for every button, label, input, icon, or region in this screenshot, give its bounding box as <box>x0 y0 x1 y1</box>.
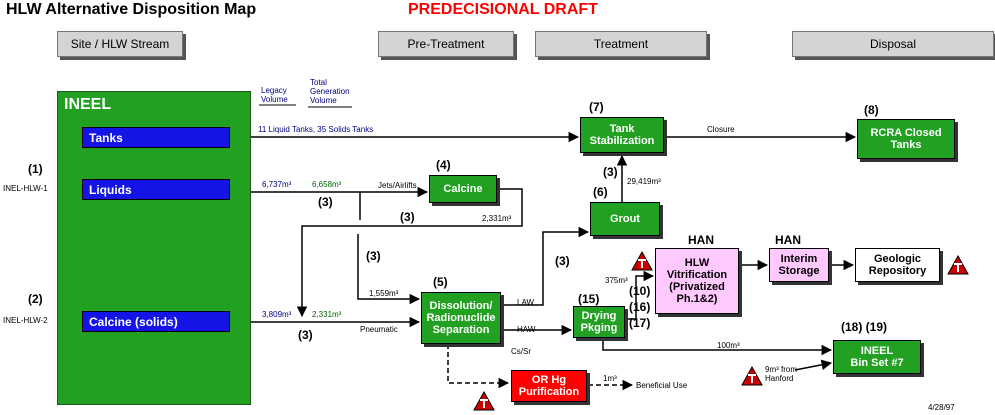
site-name: INEEL <box>64 96 112 113</box>
stream-calcine-solids[interactable]: Calcine (solids) <box>82 311 230 332</box>
volume-375: 375m³ <box>605 276 628 285</box>
rcra-number: (8) <box>864 103 879 117</box>
flow-number-calcine: (3) <box>298 328 313 342</box>
liquids-total-volume: 6,658m³ <box>312 180 342 189</box>
haw-label: HAW <box>517 325 536 334</box>
legend-total: Total Generation Volume <box>310 78 350 105</box>
grout-number: (6) <box>593 185 608 199</box>
flow-number-mid: (3) <box>400 210 415 224</box>
tank-stabilization-number: (7) <box>589 100 604 114</box>
warning-icon <box>631 251 653 271</box>
column-header-pretreatment: Pre-Treatment <box>378 31 514 57</box>
rcra-closed-tanks-box[interactable]: RCRA Closed Tanks <box>857 119 955 159</box>
dissolution-number: (5) <box>433 275 448 289</box>
flow-number-17: (17) <box>629 316 651 330</box>
stream-id-label-1: INEL-HLW-1 <box>3 184 48 193</box>
stream-id-number-1: (1) <box>28 162 43 176</box>
calcine-total-volume: 2,331m³ <box>312 310 342 319</box>
stream-liquids[interactable]: Liquids <box>82 179 230 200</box>
dissolution-separation-box[interactable]: Dissolution/ Radionuclide Separation <box>421 292 501 344</box>
flow-number-10: (10) <box>629 284 651 298</box>
jets-airlifts-label: Jets/Airlifts <box>378 181 417 190</box>
hlw-vitrification-box[interactable]: HLW Vitrification (Privatized Ph.1&2) <box>655 248 739 314</box>
han-label-vitrification: HAN <box>688 233 714 247</box>
closure-label: Closure <box>707 125 735 134</box>
warning-icon <box>741 366 763 386</box>
volume-1: 1m³ <box>603 374 617 383</box>
geologic-repository-box[interactable]: Geologic Repository <box>855 248 940 282</box>
hanford-label: 9m³ from Hanford <box>765 365 797 383</box>
calcine-legacy-volume: 3,809m³ <box>262 310 292 319</box>
stream-tanks[interactable]: Tanks <box>82 127 230 148</box>
han-label-interim: HAN <box>775 233 801 247</box>
column-header-disposal: Disposal <box>792 31 994 57</box>
stream-id-number-2: (2) <box>28 292 43 306</box>
stream-id-label-2: INEL-HLW-2 <box>3 316 48 325</box>
warning-icon <box>473 391 495 411</box>
bin-set-number: (18) (19) <box>841 320 888 334</box>
legend-legacy: Legacy Volume <box>261 86 288 104</box>
volume-1559: 1,559m³ <box>369 289 399 298</box>
tank-stabilization-box[interactable]: Tank Stabilization <box>580 117 664 153</box>
interim-storage-box[interactable]: Interim Storage <box>769 248 829 282</box>
flow-number-grout-up: (3) <box>603 165 618 179</box>
flow-number-16: (16) <box>629 300 651 314</box>
volume-100: 100m³ <box>717 341 740 350</box>
grout-volume: 29,419m³ <box>627 177 661 186</box>
drying-pkging-box[interactable]: Drying Pkging <box>573 306 625 338</box>
calcine-output-volume: 2,331m³ <box>482 214 512 223</box>
date-label: 4/28/97 <box>928 403 955 412</box>
page-title: HLW Alternative Disposition Map <box>6 1 257 18</box>
cs-sr-label: Cs/Sr <box>511 347 531 356</box>
tanks-flow-label: 11 Liquid Tanks, 35 Solids Tanks <box>258 125 374 134</box>
liquids-legacy-volume: 6,737m³ <box>262 180 292 189</box>
drying-number: (15) <box>578 292 600 306</box>
flow-number-liquids: (3) <box>318 195 333 209</box>
calcine-box[interactable]: Calcine <box>429 175 497 203</box>
flow-number-down: (3) <box>366 249 381 263</box>
column-header-treatment: Treatment <box>535 31 707 57</box>
ineel-bin-set-box[interactable]: INEEL Bin Set #7 <box>833 340 921 374</box>
beneficial-use-label: Beneficial Use <box>636 381 688 390</box>
flow-number-grout-in: (3) <box>555 254 570 268</box>
draft-stamp: PREDECISIONAL DRAFT <box>408 1 598 18</box>
warning-icon <box>947 255 969 275</box>
or-hg-purification-box[interactable]: OR Hg Purification <box>511 370 587 402</box>
grout-box[interactable]: Grout <box>590 202 660 236</box>
calcine-number: (4) <box>436 158 451 172</box>
law-label: LAW <box>517 298 535 307</box>
column-header-site: Site / HLW Stream <box>57 31 183 57</box>
pneumatic-label: Pneumatic <box>360 325 398 334</box>
